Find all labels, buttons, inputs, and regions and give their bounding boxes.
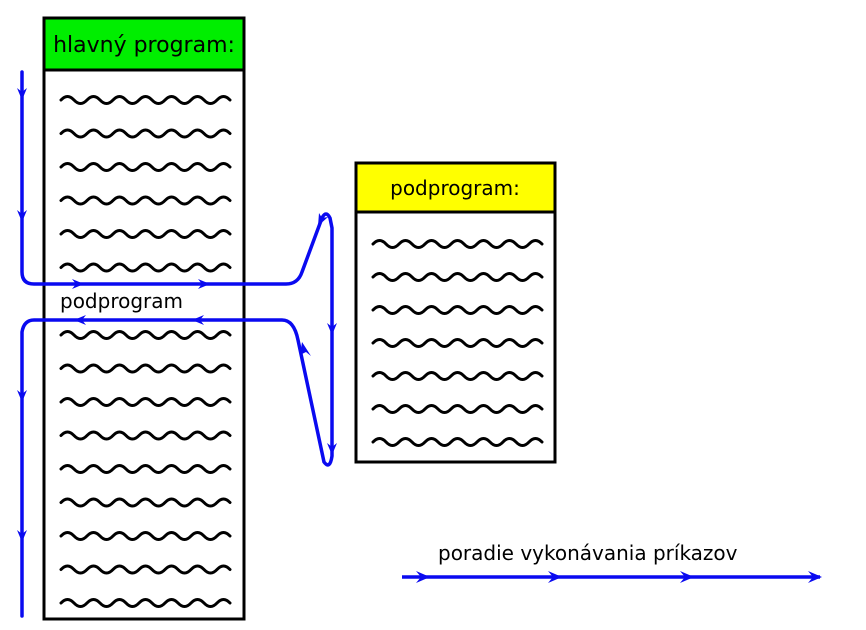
legend: poradie vykonávania príkazov — [402, 541, 822, 583]
arrow-right-1 — [72, 279, 84, 289]
main-line — [59, 95, 232, 105]
main-program-title: hlavný program: — [53, 33, 235, 58]
subprogram-line — [371, 239, 544, 249]
arrow-left-2 — [74, 315, 86, 325]
flow-main-start — [20, 70, 334, 618]
main-line — [59, 330, 232, 340]
arrow-down-2 — [17, 210, 27, 222]
main-line — [59, 128, 232, 139]
arrow-down-5 — [17, 390, 27, 402]
main-line — [59, 598, 232, 608]
arrow-down-1 — [17, 88, 27, 100]
main-line — [59, 430, 232, 441]
main-line — [59, 162, 232, 172]
main-line — [59, 262, 232, 273]
subprogram-lines — [371, 239, 544, 447]
main-line — [59, 397, 232, 407]
arrow-left-1 — [192, 315, 204, 325]
call-label: podprogram — [60, 289, 183, 313]
main-program-body — [42, 68, 246, 621]
main-line — [59, 497, 232, 508]
subprogram-line — [371, 404, 544, 414]
subprogram-line — [371, 305, 544, 315]
arrow-up-diag-2 — [300, 342, 311, 356]
flow-arrowheads — [17, 88, 337, 542]
arrow-down-6 — [17, 530, 27, 542]
main-line — [59, 564, 232, 575]
legend-arrowhead-1 — [416, 571, 430, 583]
main-line — [59, 195, 232, 206]
main-line — [59, 531, 232, 541]
execution-flow — [20, 70, 334, 618]
subprogram-line — [371, 338, 544, 348]
subprogram-box: podprogram: — [354, 161, 557, 464]
main-program-header — [42, 16, 246, 72]
legend-arrowhead-3 — [680, 571, 694, 583]
main-line — [59, 363, 232, 374]
arrow-down-4 — [327, 443, 337, 455]
arrow-down-3 — [327, 323, 337, 335]
subprogram-line — [371, 272, 544, 282]
subprogram-line — [371, 371, 544, 381]
legend-arrowhead-4 — [808, 571, 822, 583]
main-line — [59, 229, 232, 239]
legend-arrowhead-2 — [548, 571, 562, 583]
arrow-up-diag — [318, 213, 328, 226]
subprogram-title: podprogram: — [390, 176, 520, 200]
subprogram-header — [354, 161, 557, 214]
main-program-box: hlavný program: podprogram — [42, 16, 246, 621]
arrow-right-2 — [198, 279, 210, 289]
subprogram-body — [354, 210, 557, 464]
main-line — [59, 464, 232, 474]
legend-label: poradie vykonávania príkazov — [438, 541, 738, 565]
subprogram-line — [371, 437, 544, 447]
main-program-lines — [59, 95, 232, 608]
